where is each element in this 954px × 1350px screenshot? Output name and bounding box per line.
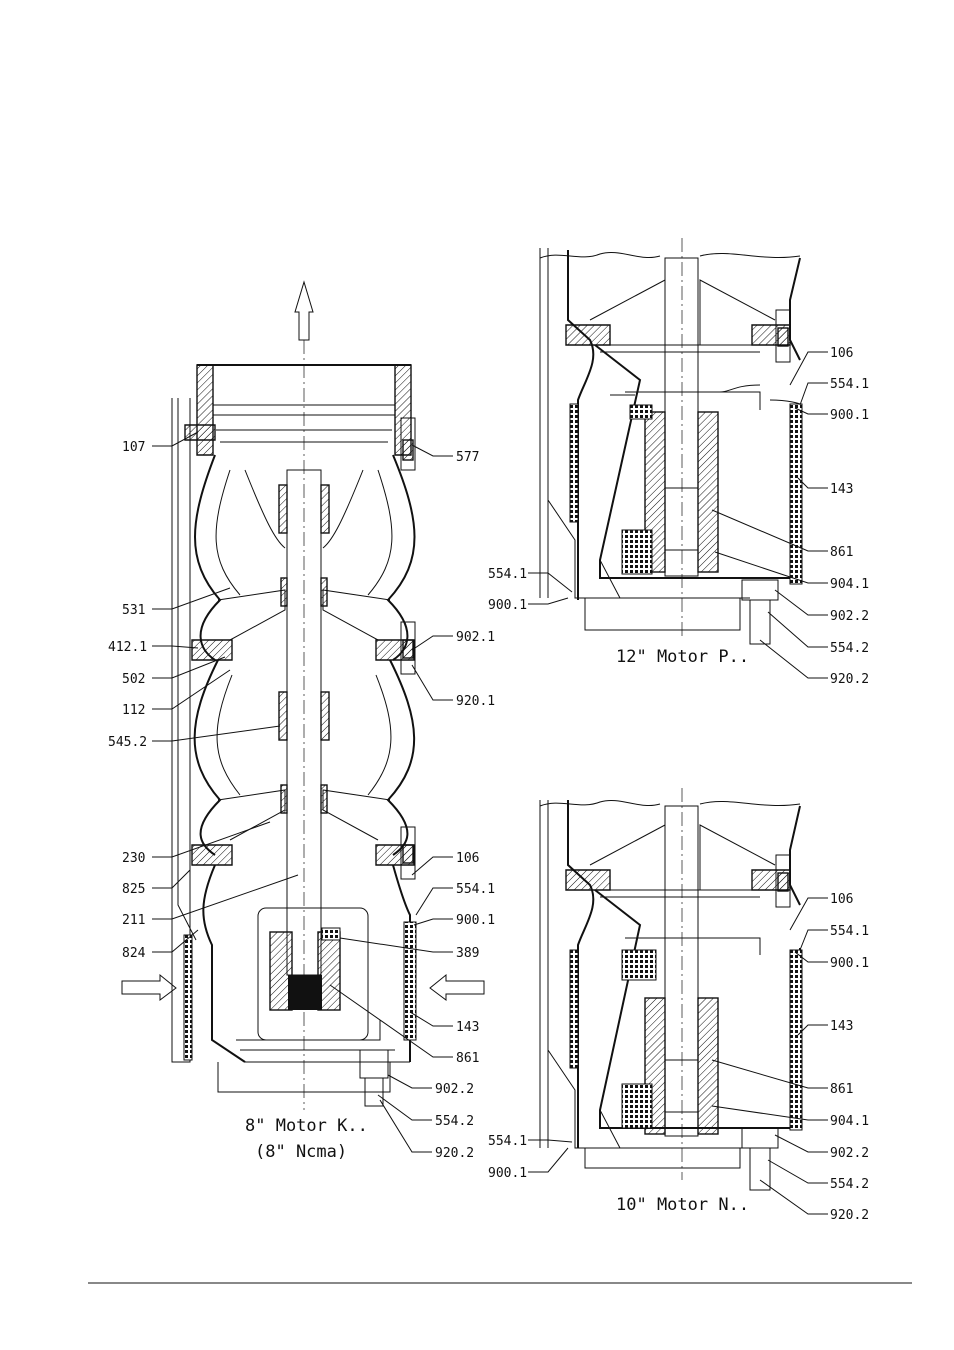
label-10-904-1: 904.1 bbox=[830, 1114, 869, 1129]
label-10-902-2: 902.2 bbox=[830, 1146, 869, 1161]
label-12-554-2: 554.2 bbox=[830, 641, 869, 656]
label-12-554-1-left: 554.1 bbox=[488, 567, 527, 582]
label-824: 824 bbox=[122, 946, 146, 961]
label-412-1: 412.1 bbox=[108, 640, 147, 655]
label-920-2: 920.2 bbox=[435, 1146, 474, 1161]
label-12-902-2: 902.2 bbox=[830, 609, 869, 624]
label-861: 861 bbox=[456, 1051, 479, 1066]
label-10-554-2: 554.2 bbox=[830, 1177, 869, 1192]
label-230: 230 bbox=[122, 851, 145, 866]
label-825: 825 bbox=[122, 882, 145, 897]
caption-motor-10: 10" Motor N.. bbox=[616, 1195, 749, 1215]
pump-12-inch-section: 106 554.1 900.1 143 861 904.1 902.2 554.… bbox=[488, 238, 869, 687]
label-10-861: 861 bbox=[830, 1082, 853, 1097]
label-920-1: 920.1 bbox=[456, 694, 495, 709]
label-211: 211 bbox=[122, 913, 145, 928]
label-10-554-1-left: 554.1 bbox=[488, 1134, 527, 1149]
label-106: 106 bbox=[456, 851, 479, 866]
label-107: 107 bbox=[122, 440, 145, 455]
label-502: 502 bbox=[122, 672, 145, 687]
label-10-900-1-left: 900.1 bbox=[488, 1166, 527, 1181]
label-389: 389 bbox=[456, 946, 479, 961]
inlet-arrow-right-icon bbox=[430, 975, 484, 1000]
label-554-1: 554.1 bbox=[456, 882, 495, 897]
label-10-900-1-right: 900.1 bbox=[830, 956, 869, 971]
label-112: 112 bbox=[122, 703, 145, 718]
label-531: 531 bbox=[122, 603, 145, 618]
label-12-861: 861 bbox=[830, 545, 853, 560]
caption-motor-8: 8" Motor K.. bbox=[245, 1116, 368, 1136]
pump-8-inch-section: 107 531 412.1 502 112 545.2 230 825 211 … bbox=[108, 282, 495, 1162]
label-12-904-1: 904.1 bbox=[830, 577, 869, 592]
label-577: 577 bbox=[456, 450, 479, 465]
label-10-106: 106 bbox=[830, 892, 853, 907]
caption-motor-12: 12" Motor P.. bbox=[616, 647, 749, 667]
label-12-106: 106 bbox=[830, 346, 853, 361]
label-10-143: 143 bbox=[830, 1019, 853, 1034]
label-902-1: 902.1 bbox=[456, 630, 495, 645]
label-143: 143 bbox=[456, 1020, 479, 1035]
label-12-554-1-right: 554.1 bbox=[830, 377, 869, 392]
label-12-920-2: 920.2 bbox=[830, 672, 869, 687]
pump-10-inch-section: 106 554.1 900.1 143 861 904.1 902.2 554.… bbox=[488, 788, 869, 1223]
label-900-1: 900.1 bbox=[456, 913, 495, 928]
discharge-arrow-icon bbox=[295, 282, 313, 340]
label-12-143: 143 bbox=[830, 482, 853, 497]
label-902-2: 902.2 bbox=[435, 1082, 474, 1097]
label-12-900-1-right: 900.1 bbox=[830, 408, 869, 423]
label-545-2: 545.2 bbox=[108, 735, 147, 750]
label-10-554-1-right: 554.1 bbox=[830, 924, 869, 939]
label-554-2: 554.2 bbox=[435, 1114, 474, 1129]
label-12-900-1-left: 900.1 bbox=[488, 598, 527, 613]
label-10-920-2: 920.2 bbox=[830, 1208, 869, 1223]
caption-motor-8-sub: (8" Ncma) bbox=[255, 1142, 347, 1162]
inlet-arrow-left-icon bbox=[122, 975, 176, 1000]
